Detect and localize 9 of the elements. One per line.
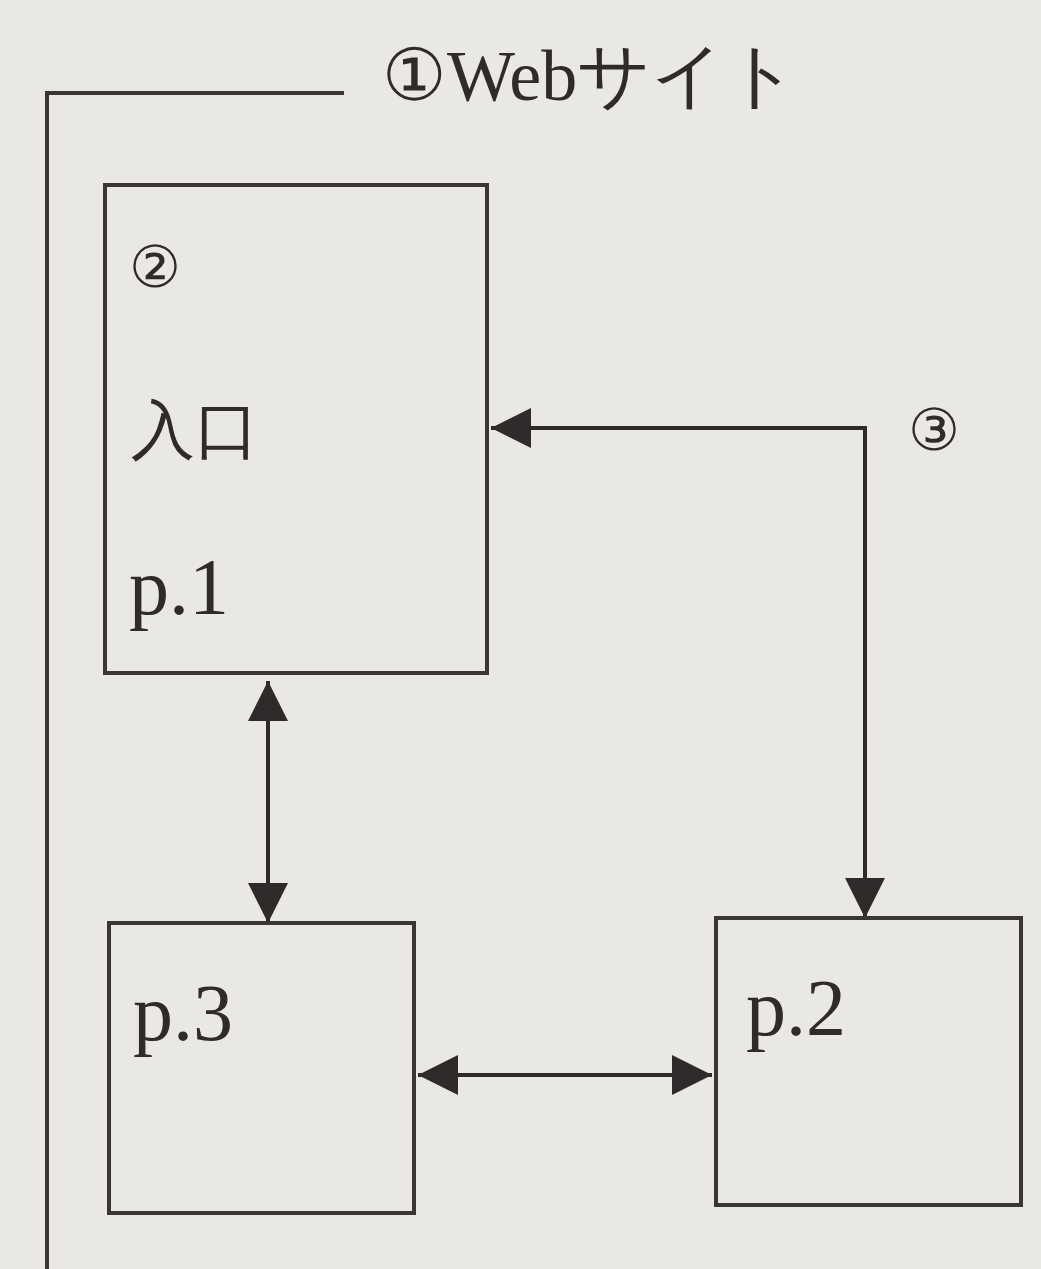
page-box bbox=[107, 921, 416, 1215]
arrow bbox=[491, 408, 885, 918]
box-label: 入口 bbox=[131, 399, 259, 463]
callout-number: ② bbox=[129, 239, 181, 297]
page-box bbox=[103, 183, 489, 675]
arrow bbox=[248, 681, 288, 923]
frame-title: ①Webサイト bbox=[382, 40, 800, 112]
page-box bbox=[714, 916, 1023, 1207]
arrow bbox=[418, 1055, 712, 1095]
